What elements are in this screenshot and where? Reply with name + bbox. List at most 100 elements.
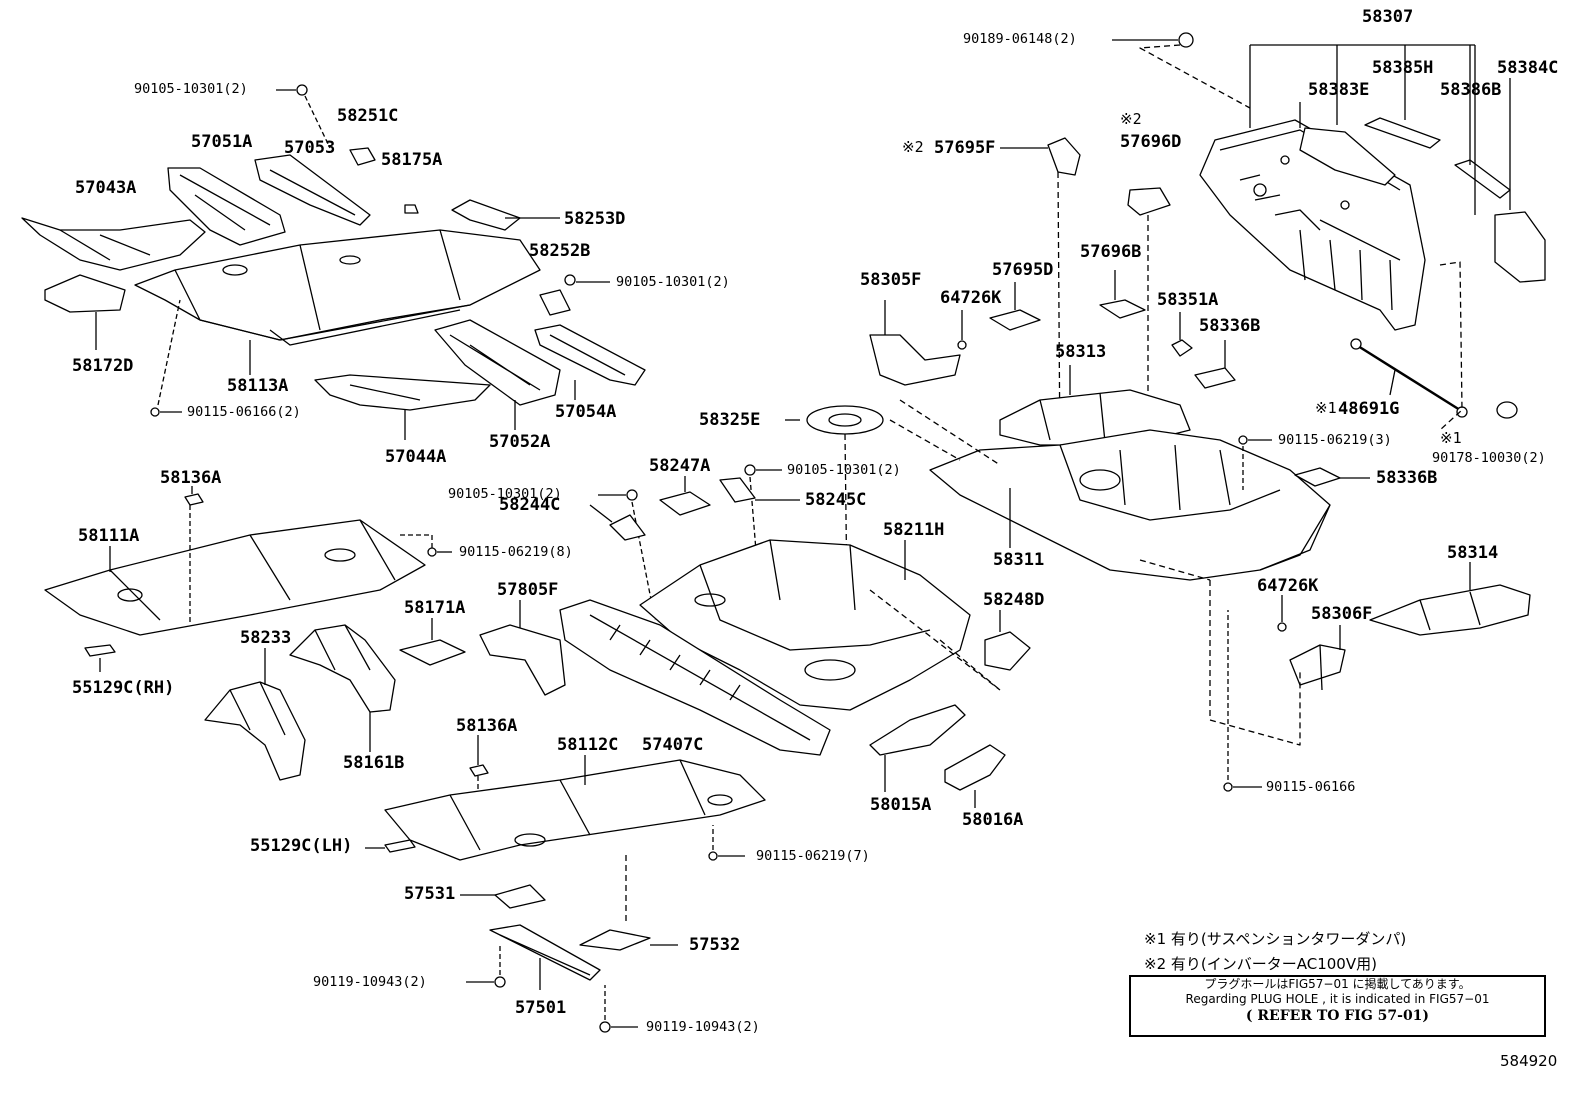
label-90115-06166-b: 90115-06166 (1266, 779, 1356, 795)
label-58136A-b: 58136A (456, 716, 518, 736)
part-58251C (349, 147, 376, 166)
part-48691G (1350, 338, 1468, 418)
part-58305F (869, 300, 961, 386)
label-90105-10301-d: 90105-10301(2) (787, 462, 901, 478)
label-90178-10030: 90178-10030(2) (1432, 450, 1546, 466)
part-57407C (559, 599, 831, 756)
marker-90178: ※1 (1440, 429, 1462, 447)
label-90189-06148: 90189-06148(2) (963, 31, 1077, 47)
label-58233: 58233 (240, 628, 292, 648)
label-90115-06166-a: 90115-06166(2) (187, 404, 301, 420)
part-58385H (1364, 117, 1441, 149)
label-58113A: 58113A (227, 376, 289, 396)
bolt-90119a (466, 945, 506, 988)
label-58383E: 58383E (1308, 80, 1370, 100)
label-57407C: 57407C (642, 735, 704, 755)
label-58305F: 58305F (860, 270, 922, 290)
bolt-90115c (400, 534, 452, 557)
part-58314 (1369, 584, 1531, 636)
part-64726Kb (1277, 595, 1287, 632)
label-90115-06219-8: 90115-06219(8) (459, 544, 573, 560)
label-57052A: 57052A (489, 432, 551, 452)
part-57043A (21, 217, 206, 271)
label-58314: 58314 (1447, 543, 1499, 563)
part-57053 (254, 154, 371, 226)
part-58336Ba (1194, 340, 1236, 389)
part-58016A (944, 744, 1006, 808)
part-57052A (434, 319, 561, 406)
label-58253D: 58253D (564, 209, 626, 229)
part-58248D (984, 610, 1031, 671)
label-58307: 58307 (1362, 7, 1414, 27)
label-58251C: 58251C (337, 106, 399, 126)
part-58253D (451, 199, 521, 231)
part-58112C (384, 759, 766, 861)
bolt-90115a (150, 299, 182, 417)
marker-48691G: ※1 (1315, 399, 1337, 417)
label-57805F: 57805F (497, 580, 559, 600)
part-58211H (639, 539, 971, 711)
part-55129LH (365, 839, 416, 853)
label-58175A: 58175A (381, 150, 443, 170)
label-57695D: 57695D (992, 260, 1054, 280)
label-57696D: 57696D (1120, 132, 1182, 152)
label-90115-06219-7: 90115-06219(7) (756, 848, 870, 864)
label-58384C: 58384C (1497, 58, 1559, 78)
label-58385H: 58385H (1372, 58, 1434, 78)
part-58245C (719, 477, 800, 503)
part-58336Bb (1294, 467, 1370, 487)
label-58325E: 58325E (699, 410, 761, 430)
label-58351A: 58351A (1157, 290, 1219, 310)
part-57501 (489, 924, 601, 990)
label-58306F: 58306F (1311, 604, 1373, 624)
part-58384C (1494, 211, 1546, 283)
part-57696B (1099, 270, 1146, 319)
part-58247A (659, 476, 711, 516)
part-58325E (785, 405, 884, 435)
part-57695F (1000, 137, 1081, 176)
part-58311 (929, 429, 1331, 581)
label-90105-10301-c: 90105-10301(2) (448, 486, 562, 502)
part-58172D (44, 274, 126, 313)
label-57696B: 57696B (1080, 242, 1142, 262)
label-58311: 58311 (993, 550, 1045, 570)
label-58111A: 58111A (78, 526, 140, 546)
label-58244C: 58244C (499, 495, 561, 515)
part-58383E (1299, 127, 1396, 186)
label-48691G: 48691G (1338, 399, 1400, 419)
bolt-90115e (708, 825, 745, 861)
part-58136Aa (184, 486, 204, 506)
part-58171A (399, 618, 466, 666)
label-90119-10943-b: 90119-10943(2) (646, 1019, 760, 1035)
part-55129RH (84, 644, 116, 672)
dash-58211H (869, 589, 1001, 691)
legend-note-2: ※2 有り(インバーターAC100V用) (1144, 955, 1377, 973)
dash-48691G (1439, 261, 1463, 431)
label-57531: 57531 (404, 884, 456, 904)
label-57053: 57053 (284, 138, 336, 158)
label-55129C-LH: 55129C(LH) (250, 836, 353, 856)
part-58386B (1454, 159, 1511, 199)
part-58111A (44, 505, 426, 636)
part-64726Ka (957, 310, 967, 350)
part-57531 (460, 884, 546, 909)
part-57696D (1127, 187, 1171, 216)
dash-58311a (889, 399, 1001, 466)
bolt-90119b (599, 985, 638, 1033)
legend-note-1: ※1 有り(サスペンションタワーダンパ) (1144, 930, 1407, 948)
bolt-90115b (1238, 435, 1272, 490)
part-58252B (539, 289, 571, 316)
label-58112C: 58112C (557, 735, 619, 755)
label-58336B-a: 58336B (1199, 316, 1261, 336)
part-58351A (1171, 312, 1193, 357)
leader-58307 (1249, 44, 1476, 215)
reference-link[interactable]: ( REFER TO FIG 57-01) (1245, 1008, 1430, 1024)
part-58233 (204, 648, 306, 781)
reference-line-en: Regarding PLUG HOLE , it is indicated in… (1185, 992, 1490, 1006)
part-57532 (579, 929, 678, 951)
label-58015A: 58015A (870, 795, 932, 815)
label-64726K-b: 64726K (1257, 576, 1319, 596)
label-58161B: 58161B (343, 753, 405, 773)
label-57051A: 57051A (191, 132, 253, 152)
